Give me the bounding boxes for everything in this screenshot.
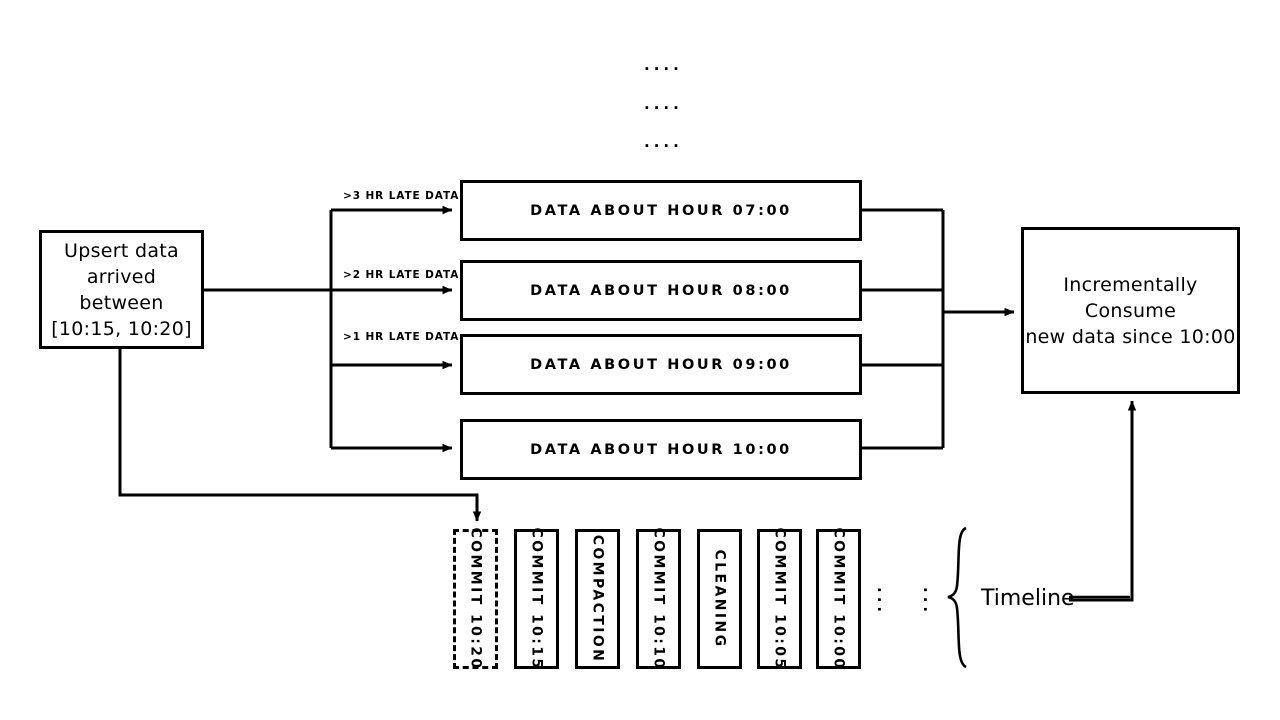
hour-box-07-label: DATA ABOUT HOUR 07:00 — [530, 202, 792, 219]
source-box-label: Upsert data arrived between [10:15, 10:2… — [51, 239, 192, 340]
commit-box-10-10-label: COMMIT 10:10 — [650, 527, 667, 671]
hour-box-07[interactable]: DATA ABOUT HOUR 07:00 — [460, 180, 862, 241]
commit-box-cleaning-label: CLEANING — [711, 549, 728, 649]
hour-box-09[interactable]: DATA ABOUT HOUR 09:00 — [460, 334, 862, 395]
edge-label-1hr-late: >1 HR LATE DATA — [343, 331, 460, 343]
commit-box-cleaning[interactable]: CLEANING — [697, 529, 742, 669]
timeline-ellipsis-2: ... — [920, 587, 938, 617]
edge-timeline-to-sink — [1069, 400, 1137, 602]
commit-box-compaction[interactable]: COMPACTION — [575, 529, 620, 669]
commit-box-compaction-label: COMPACTION — [589, 534, 606, 664]
edge-source-to-commit — [118, 348, 482, 522]
vertical-ellipsis-2: .... — [644, 95, 683, 113]
source-box-upsert-data[interactable]: Upsert data arrived between [10:15, 10:2… — [39, 230, 204, 349]
vertical-ellipsis-1: .... — [644, 56, 683, 74]
hour-box-09-label: DATA ABOUT HOUR 09:00 — [530, 356, 792, 373]
commit-box-10-10[interactable]: COMMIT 10:10 — [636, 527, 681, 671]
commit-box-10-20[interactable]: COMMIT 10:20 — [453, 527, 498, 671]
commit-box-10-00[interactable]: COMMIT 10:00 — [816, 527, 861, 671]
commit-box-10-15[interactable]: COMMIT 10:15 — [514, 527, 559, 671]
hour-box-10[interactable]: DATA ABOUT HOUR 10:00 — [460, 419, 862, 480]
timeline-ellipsis-1: ... — [874, 587, 892, 617]
commit-box-10-05-label: COMMIT 10:05 — [771, 527, 788, 671]
commit-box-10-20-label: COMMIT 10:20 — [467, 527, 484, 671]
hour-box-10-label: DATA ABOUT HOUR 10:00 — [530, 441, 792, 458]
sink-box-incremental-consume[interactable]: Incrementally Consume new data since 10:… — [1021, 227, 1240, 394]
sink-box-label: Incrementally Consume new data since 10:… — [1025, 273, 1236, 348]
edge-label-2hr-late: >2 HR LATE DATA — [343, 269, 460, 281]
timeline-label: Timeline — [981, 586, 1075, 611]
edge-label-3hr-late: >3 HR LATE DATA — [343, 190, 460, 202]
commit-box-10-15-label: COMMIT 10:15 — [528, 527, 545, 671]
hour-box-08-label: DATA ABOUT HOUR 08:00 — [530, 282, 792, 299]
commit-box-10-00-label: COMMIT 10:00 — [830, 527, 847, 671]
timeline-brace — [947, 526, 967, 669]
hour-box-08[interactable]: DATA ABOUT HOUR 08:00 — [460, 260, 862, 321]
commit-box-10-05[interactable]: COMMIT 10:05 — [757, 527, 802, 671]
vertical-ellipsis-3: .... — [644, 133, 683, 151]
